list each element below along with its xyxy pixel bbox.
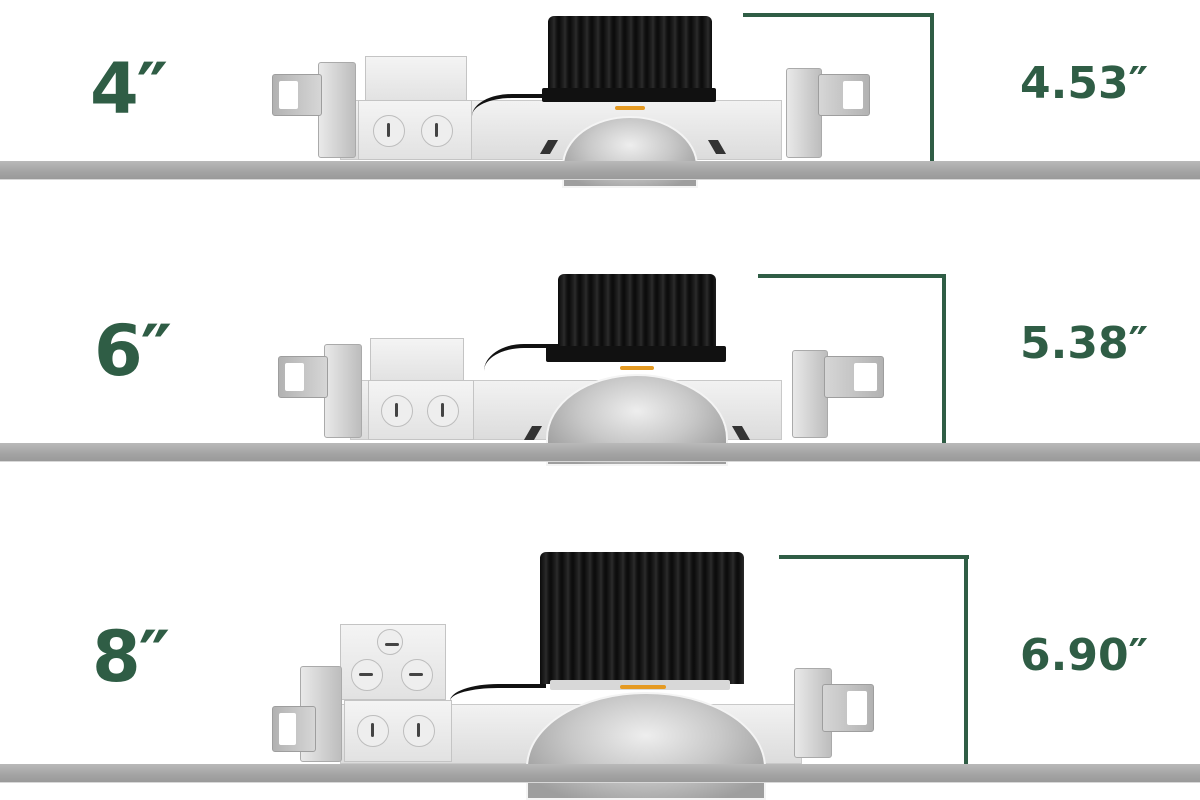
mounting-clip-left <box>324 344 362 438</box>
height-dimension-line <box>942 274 946 443</box>
ceiling-line <box>0 161 1200 180</box>
knockout-icon <box>373 115 405 147</box>
mounting-tab-left <box>272 706 316 752</box>
fixture-height-label: 6.90″ <box>1020 630 1149 681</box>
mounting-tab-right <box>824 356 884 398</box>
heatsink-base <box>542 88 716 102</box>
knockout-icon <box>401 659 433 691</box>
heatsink <box>548 16 712 92</box>
knockout-icon <box>381 395 413 427</box>
junction-box-upper <box>340 624 446 700</box>
knockout-icon <box>351 659 383 691</box>
heatsink <box>540 552 744 684</box>
fixture-height-label: 4.53″ <box>1020 58 1149 109</box>
junction-box-top <box>365 56 467 102</box>
height-dimension-top <box>779 555 969 559</box>
junction-box <box>358 100 472 160</box>
mounting-clip-right <box>786 68 822 158</box>
heatsink-base <box>546 346 726 362</box>
ceiling-line <box>0 443 1200 462</box>
height-dimension-line <box>964 555 968 764</box>
power-cable <box>450 684 546 718</box>
power-cable <box>472 94 552 138</box>
heatsink <box>558 274 716 348</box>
knockout-icon <box>377 629 403 655</box>
row-6-inch: 6″ 5.38″ <box>0 0 1200 470</box>
knockout-icon <box>427 395 459 427</box>
mounting-clip-right <box>792 350 828 438</box>
fixture-height-label: 5.38″ <box>1020 318 1149 369</box>
height-dimension-top <box>743 13 934 17</box>
aperture-size-label: 6″ <box>94 310 172 392</box>
power-cable <box>484 344 564 398</box>
knockout-icon <box>403 715 435 747</box>
aperture-size-label: 8″ <box>92 616 170 698</box>
aperture-size-label: 4″ <box>90 48 168 130</box>
led-module <box>620 366 654 370</box>
ceiling-line <box>0 764 1200 783</box>
mounting-tab-right <box>818 74 870 116</box>
mounting-tab-right <box>822 684 874 732</box>
height-dimension-line <box>930 13 934 161</box>
row-4-inch: 4″ 4.53″ <box>0 0 1200 200</box>
height-dimension-top <box>758 274 946 278</box>
led-module <box>615 106 645 110</box>
junction-box-top <box>370 338 464 382</box>
knockout-icon <box>357 715 389 747</box>
junction-box <box>344 700 452 762</box>
junction-box <box>368 380 474 440</box>
led-module <box>620 685 666 689</box>
knockout-icon <box>421 115 453 147</box>
